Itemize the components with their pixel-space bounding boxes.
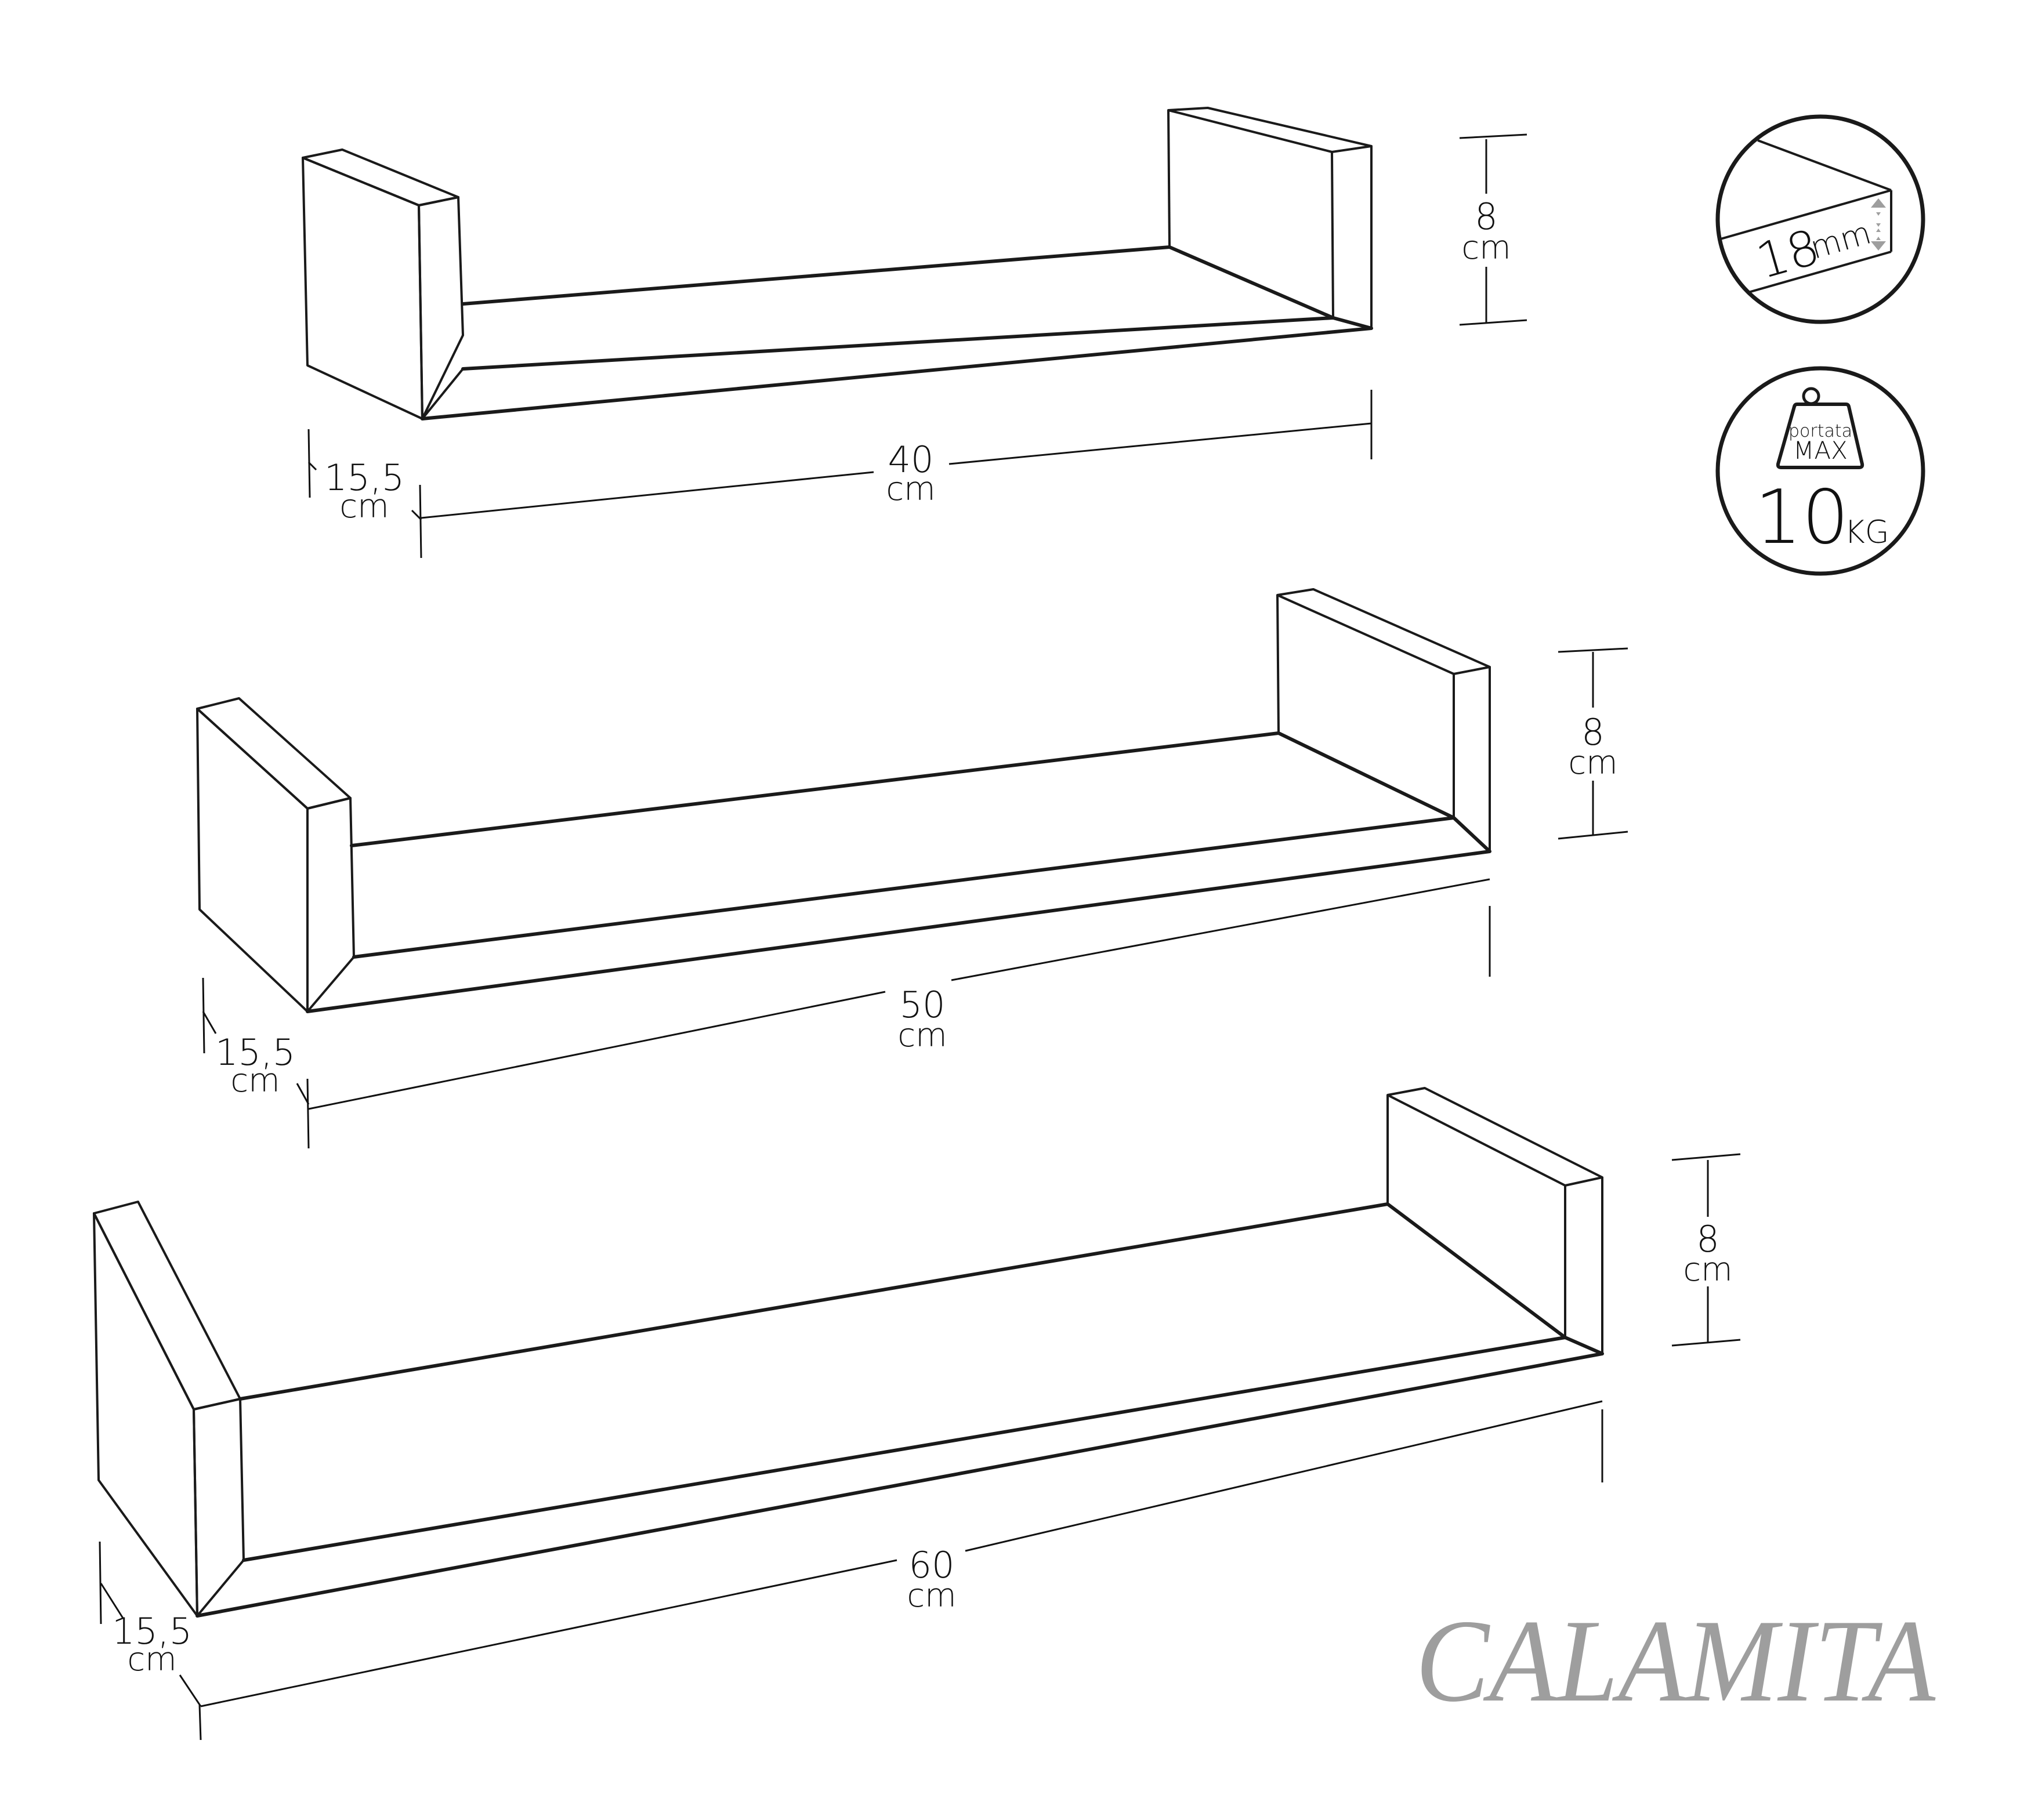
shelf-medium-left-outer	[196, 708, 309, 1013]
shelf-small-dimensions: 8 cm 15,5 cm 40 cm	[307, 133, 1527, 559]
shelf-small-drawing	[302, 107, 1373, 420]
shelf-large-left-front	[193, 1398, 245, 1617]
thickness-badge: 18 mm	[1715, 114, 1925, 324]
shelf-large-depth-value: 15,5	[112, 1610, 192, 1652]
shelf-small-left-front	[418, 196, 464, 420]
shelf-medium-drawing	[196, 588, 1491, 1013]
shelf-medium-depth-value: 15,5	[215, 1031, 295, 1074]
shelf-large-width-value: 60	[909, 1544, 955, 1586]
shelf-small-right-top	[1167, 107, 1373, 153]
max-load-unit: KG	[1844, 514, 1889, 550]
shelf-large-width-unit: cm	[907, 1577, 956, 1615]
shelf-large-drawing	[93, 1087, 1604, 1618]
shelf-large-depth-unit: cm	[127, 1641, 176, 1678]
shelf-large-height-unit: cm	[1683, 1251, 1732, 1289]
board-thickness-icon	[1720, 139, 1892, 293]
shelf-medium-height-value: 8	[1581, 711, 1604, 753]
shelf-medium-right-top	[1276, 588, 1491, 675]
shelf-small-width-unit: cm	[886, 470, 935, 508]
shelf-medium-width-unit: cm	[897, 1017, 947, 1054]
shelf-small-width-value: 40	[888, 438, 934, 481]
shelf-large-height-value: 8	[1696, 1218, 1719, 1260]
weight-icon	[1776, 387, 1864, 469]
max-load-caption-line1: portata	[1788, 421, 1852, 441]
shelf-large-left-top	[93, 1201, 241, 1411]
shelf-large-right-top	[1386, 1087, 1603, 1187]
max-load-badge: portata MAX 10 KG	[1715, 366, 1925, 576]
shelf-small-left-top	[302, 148, 459, 206]
max-load-caption-line2: MAX	[1793, 436, 1848, 465]
shelf-small-height-value: 8	[1475, 195, 1497, 238]
shelf-small-height-unit: cm	[1461, 229, 1511, 267]
thickness-badge-ring	[1715, 114, 1925, 324]
shelf-medium-width-value: 50	[900, 984, 946, 1026]
shelf-medium-height-unit: cm	[1568, 744, 1617, 782]
max-load-badge-ring	[1715, 366, 1925, 576]
shelf-medium-left-top	[196, 697, 352, 810]
max-load-value: 10	[1755, 474, 1849, 561]
shelf-large-left-outer	[93, 1212, 198, 1617]
shelf-medium-left-front	[306, 797, 355, 1013]
shelf-small-depth-unit: cm	[339, 488, 389, 525]
shelf-medium-depth-unit: cm	[230, 1062, 280, 1100]
shelf-small-depth-value: 15,5	[324, 456, 404, 499]
shelf-large-dimensions: 8 cm 15,5 cm 60 cm	[99, 1153, 1741, 1741]
brand-logo: CALAMITA	[1415, 1596, 1936, 1727]
shelf-medium-dimensions: 8 cm 15,5 cm 50 cm	[202, 647, 1628, 1149]
shelf-small-left-outer	[302, 157, 423, 420]
